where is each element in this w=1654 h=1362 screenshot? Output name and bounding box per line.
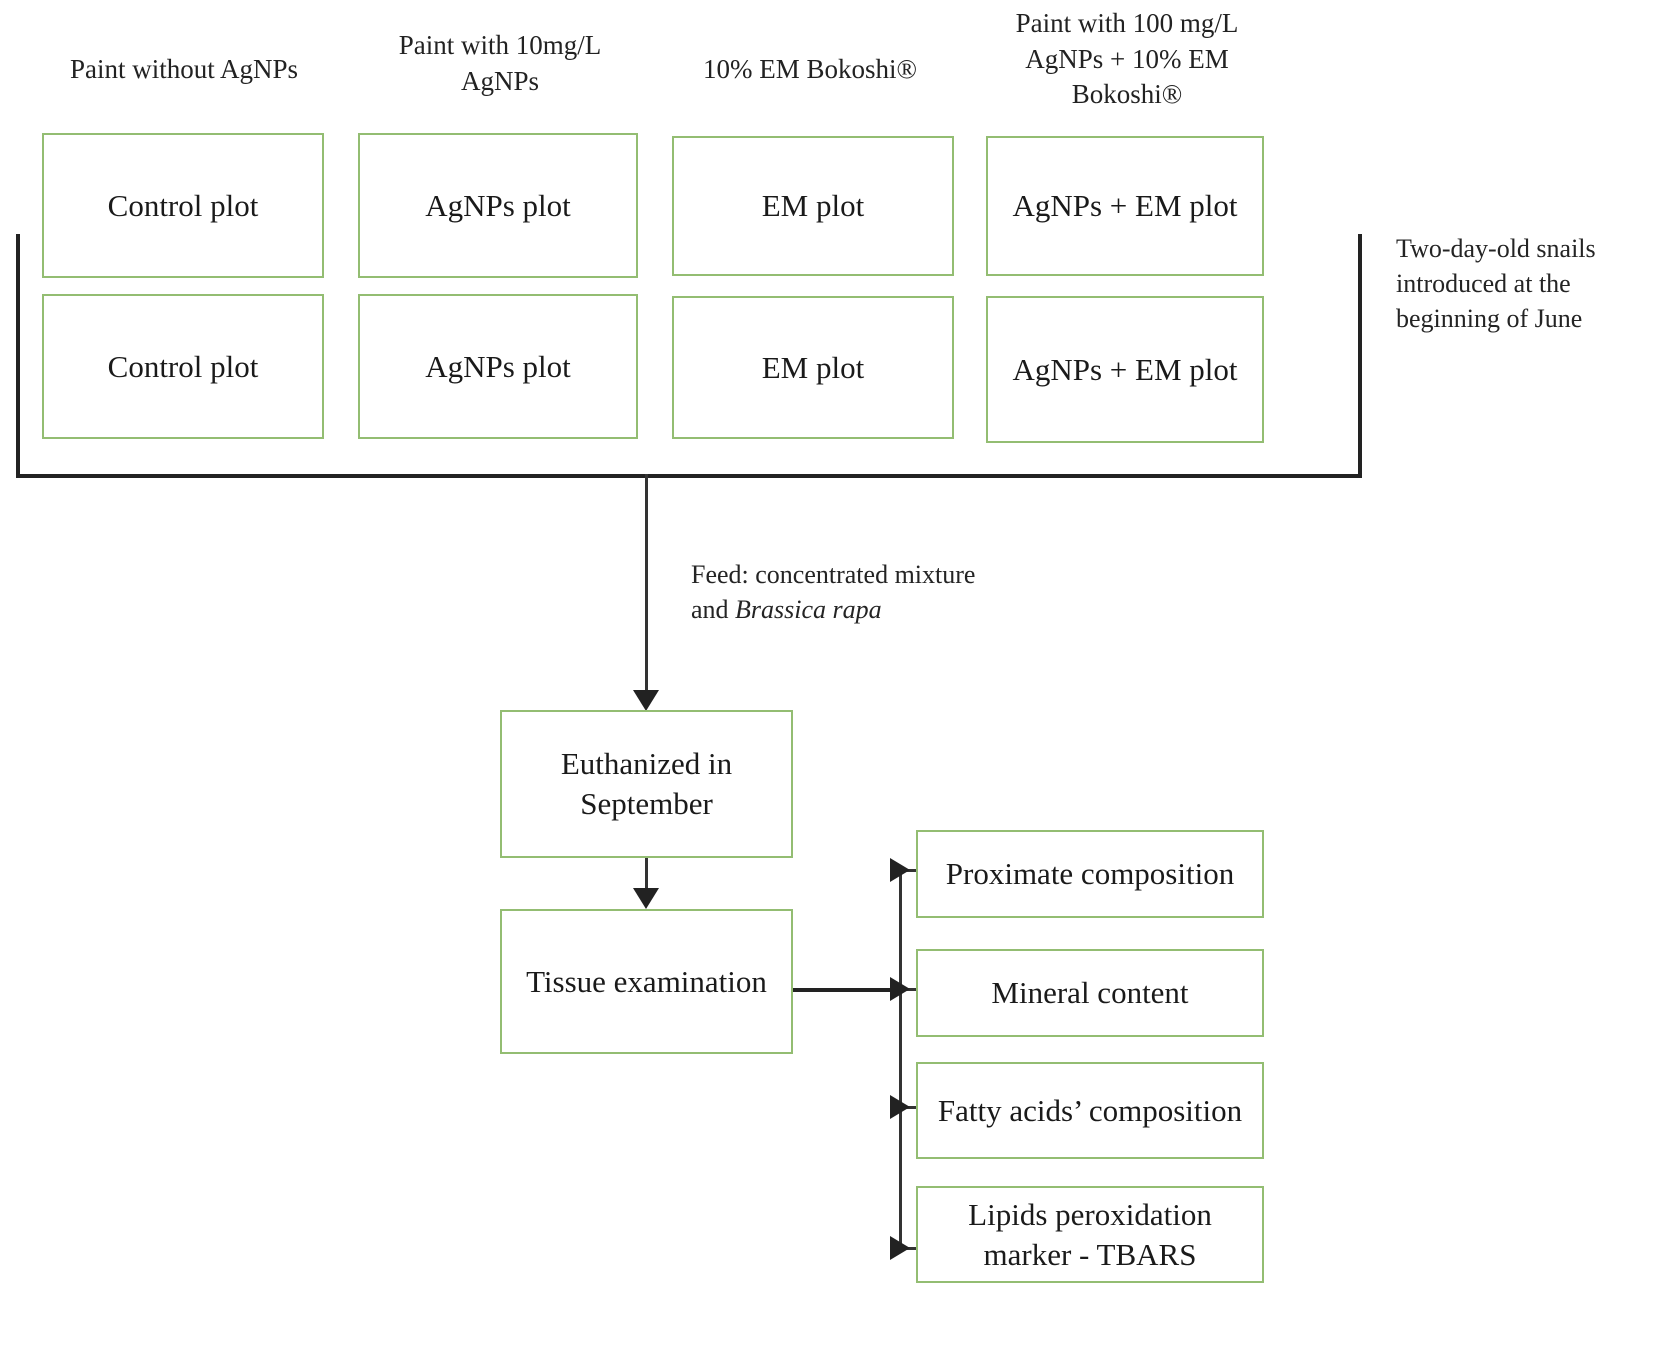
plot-box-agnps-top[interactable]: AgNPs plot: [358, 133, 638, 278]
arrow-branch-proximate: [890, 858, 910, 882]
bracket-right-edge: [1358, 234, 1362, 478]
bracket-bottom-edge: [16, 474, 1362, 478]
plot-box-control-bottom[interactable]: Control plot: [42, 294, 324, 439]
arrow-branch-mineral: [890, 977, 910, 1001]
plot-box-agnps-bottom[interactable]: AgNPs plot: [358, 294, 638, 439]
outcome-box-tbars[interactable]: Lipids peroxidation marker - TBARS: [916, 1186, 1264, 1283]
feed-note-line2-prefix: and: [691, 594, 736, 624]
arrow-branch-fatty-acids: [890, 1095, 910, 1119]
arrow-euthanized-to-tissue: [633, 888, 659, 909]
arrow-bracket-to-euthanized: [633, 690, 659, 711]
plot-box-agnps-em-top[interactable]: AgNPs + EM plot: [986, 136, 1264, 276]
bracket-left-edge: [16, 234, 20, 478]
feed-note-line2: and Brassica rapa: [691, 593, 1111, 628]
column-caption-agnps-em: Paint with 100 mg/L AgNPs + 10% EM Bokos…: [1015, 8, 1239, 110]
column-caption-control: Paint without AgNPs: [69, 54, 299, 84]
plot-box-em-bottom[interactable]: EM plot: [672, 296, 954, 439]
connector-tissue-stem: [793, 988, 903, 992]
plot-box-agnps-em-bottom[interactable]: AgNPs + EM plot: [986, 296, 1264, 443]
plot-box-em-top[interactable]: EM plot: [672, 136, 954, 276]
outcome-box-proximate-composition[interactable]: Proximate composition: [916, 830, 1264, 918]
arrow-branch-tbars: [890, 1236, 910, 1260]
column-caption-em: 10% EM Bokoshi®: [702, 54, 918, 84]
step-box-euthanized[interactable]: Euthanized in September: [500, 710, 793, 858]
connector-bracket-to-euthanized: [645, 474, 648, 696]
connector-euthanized-to-tissue: [645, 858, 648, 896]
step-box-tissue-examination[interactable]: Tissue examination: [500, 909, 793, 1054]
side-note-snail-introduction: Two-day-old snails introduced at the beg…: [1396, 234, 1596, 333]
connector-branch-trunk: [899, 868, 902, 1250]
plot-box-control-top[interactable]: Control plot: [42, 133, 324, 278]
feed-note-species: Brassica rapa: [735, 594, 882, 624]
feed-note: Feed: concentrated mixture and Brassica …: [691, 558, 1111, 628]
feed-note-line1: Feed: concentrated mixture: [691, 560, 976, 589]
outcome-box-fatty-acids-composition[interactable]: Fatty acids’ composition: [916, 1062, 1264, 1159]
outcome-box-mineral-content[interactable]: Mineral content: [916, 949, 1264, 1037]
column-caption-agnps: Paint with 10mg/L AgNPs: [398, 30, 602, 96]
